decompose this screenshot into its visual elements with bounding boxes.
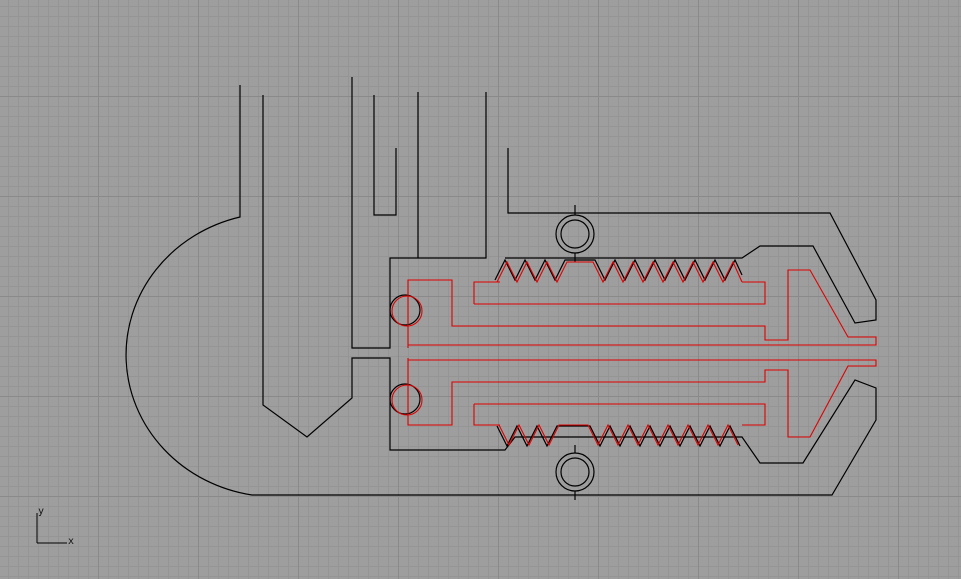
upper-ball-red-circle[interactable]	[391, 295, 423, 327]
slot-outline[interactable]	[373, 95, 397, 216]
upper-housing-outline[interactable]	[351, 77, 487, 349]
x-axis-label: x	[68, 536, 75, 547]
lower-ball-red-circle[interactable]	[391, 384, 423, 416]
red-selection-group[interactable]	[391, 260, 877, 447]
y-axis-label: y	[38, 506, 45, 517]
bottom-thread-black[interactable]	[496, 424, 741, 448]
world-axes-icon	[36, 513, 67, 544]
outer-housing-outline[interactable]	[125, 85, 877, 496]
lower-ball-circle[interactable]	[389, 383, 421, 415]
top-roller-outer-circle[interactable]	[555, 214, 595, 254]
spindle-lower-outline[interactable]	[407, 358, 877, 438]
spindle-lower-inner-channel[interactable]	[473, 403, 766, 426]
spindle-upper-outline[interactable]	[407, 269, 877, 348]
bottom-roller-outer-circle[interactable]	[555, 452, 595, 492]
bottom-thread-red[interactable]	[498, 423, 739, 447]
black-outline-group[interactable]	[125, 77, 877, 500]
spindle-upper-inner-channel[interactable]	[473, 281, 766, 305]
upper-ball-circle[interactable]	[389, 294, 421, 326]
upper-right-arm-outline[interactable]	[505, 148, 877, 324]
top-thread-black[interactable]	[494, 258, 743, 282]
top-roller-inner-circle[interactable]	[560, 219, 590, 249]
bottom-roller-inner-circle[interactable]	[560, 457, 590, 487]
top-thread-red[interactable]	[496, 260, 743, 284]
